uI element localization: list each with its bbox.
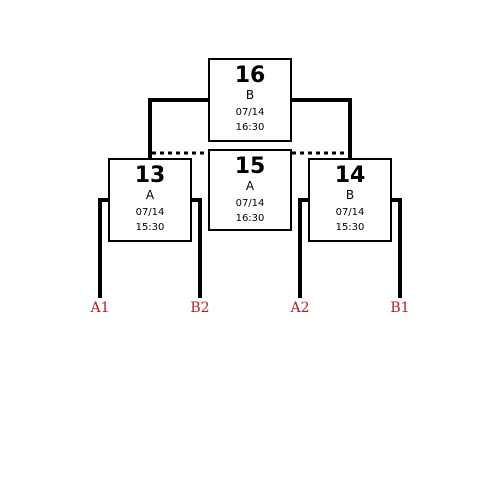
match-time: 15:30 xyxy=(135,222,165,233)
match-date: 07/14 xyxy=(335,207,365,218)
match-13-box: 13 A 07/14 15:30 xyxy=(108,158,192,242)
match-16-box: 16 B 07/14 16:30 xyxy=(208,58,292,142)
connector-final-right xyxy=(290,98,352,158)
match-number: 16 xyxy=(234,63,266,88)
connector-final-left xyxy=(148,98,210,158)
connector-seed-a2 xyxy=(298,198,310,298)
match-date: 07/14 xyxy=(235,198,265,209)
connector-seed-b1 xyxy=(390,198,402,298)
match-number: 15 xyxy=(234,154,266,179)
connector-seed-b2 xyxy=(190,198,202,298)
match-court: B xyxy=(345,188,355,202)
seed-label-a1: A1 xyxy=(90,300,110,316)
match-14-box: 14 B 07/14 15:30 xyxy=(308,158,392,242)
match-court: A xyxy=(145,188,155,202)
match-date: 07/14 xyxy=(235,107,265,118)
match-court: B xyxy=(245,88,255,102)
match-time: 16:30 xyxy=(235,213,265,224)
connector-seed-a1 xyxy=(98,198,110,298)
seed-label-b1: B1 xyxy=(390,300,410,316)
match-number: 13 xyxy=(134,163,166,188)
seed-label-a2: A2 xyxy=(290,300,310,316)
match-date: 07/14 xyxy=(135,207,165,218)
match-time: 15:30 xyxy=(335,222,365,233)
match-court: A xyxy=(245,179,255,193)
match-number: 14 xyxy=(334,163,366,188)
seed-label-b2: B2 xyxy=(190,300,210,316)
match-time: 16:30 xyxy=(235,122,265,133)
match-15-box: 15 A 07/14 16:30 xyxy=(208,149,292,231)
